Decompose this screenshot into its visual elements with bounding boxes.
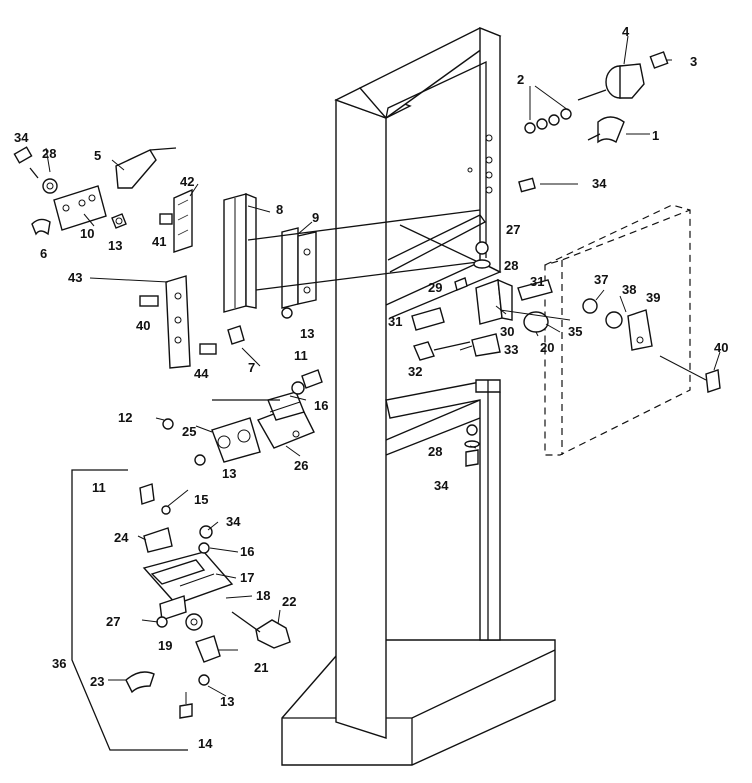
callout-14: 14 — [198, 736, 213, 751]
part-1-lever — [597, 116, 625, 144]
callout-28-a: 28 — [42, 146, 56, 161]
callout-28-c: 28 — [428, 444, 442, 459]
callout-18: 18 — [256, 588, 270, 603]
callout-42: 42 — [180, 174, 194, 189]
dashed-table-outline — [544, 204, 691, 456]
callout-34-a: 34 — [14, 130, 29, 145]
part-43-block — [165, 275, 191, 369]
part-21-block — [195, 635, 221, 663]
callout-40-left: 40 — [136, 318, 150, 333]
callout-13-a: 13 — [108, 238, 122, 253]
leader-lines — [45, 35, 721, 697]
part-40-screw — [705, 369, 721, 393]
callout-21: 21 — [254, 660, 268, 675]
callout-labels: 1 2 3 4 5 6 7 8 9 10 11 11 12 13 13 13 1… — [14, 24, 728, 751]
part-14-bolt — [179, 703, 193, 719]
part-19-wheel — [185, 613, 203, 631]
callout-35: 35 — [568, 324, 582, 339]
callout-25: 25 — [182, 424, 196, 439]
callout-10: 10 — [80, 226, 94, 241]
callout-26: 26 — [294, 458, 308, 473]
callout-19: 19 — [158, 638, 172, 653]
front-post — [335, 99, 387, 739]
callout-40-right: 40 — [714, 340, 728, 355]
callout-29: 29 — [428, 280, 442, 295]
callout-23: 23 — [90, 674, 104, 689]
callout-13-b: 13 — [300, 326, 314, 341]
upper-frame-rear — [479, 26, 501, 274]
part-23-handle — [125, 671, 155, 694]
callout-16-upper: 16 — [314, 398, 328, 413]
part-10-bracket — [53, 185, 107, 231]
tension-knob-assembly — [518, 51, 669, 193]
callout-4: 4 — [622, 24, 630, 39]
callout-30: 30 — [500, 324, 514, 339]
callout-13-c: 13 — [222, 466, 236, 481]
part-39-bracket — [627, 309, 653, 351]
callout-20: 20 — [540, 340, 554, 355]
callout-8: 8 — [276, 202, 283, 217]
callout-11-upper: 11 — [294, 348, 308, 363]
callout-1: 1 — [652, 128, 659, 143]
main-frame — [281, 26, 556, 766]
frame-base — [281, 639, 556, 766]
callout-16-lower: 16 — [240, 544, 254, 559]
callout-34-d: 34 — [226, 514, 241, 529]
callout-27-upper: 27 — [506, 222, 520, 237]
lower-guide-assembly — [71, 469, 291, 751]
callout-39: 39 — [646, 290, 660, 305]
callout-3: 3 — [690, 54, 697, 69]
guide-blocks — [139, 188, 481, 369]
callout-34-c: 34 — [434, 478, 449, 493]
part-6-clip — [31, 218, 51, 236]
callout-2: 2 — [517, 72, 524, 87]
callout-32: 32 — [408, 364, 422, 379]
callout-31-b: 31 — [388, 314, 402, 329]
callout-41: 41 — [152, 234, 166, 249]
callout-31-a: 31 — [530, 274, 544, 289]
callout-11-lower: 11 — [92, 480, 106, 495]
callout-9: 9 — [312, 210, 319, 225]
part-22-knob — [255, 619, 291, 649]
part-31-pin-b — [411, 307, 445, 331]
part-33-block — [471, 333, 501, 357]
callout-17: 17 — [240, 570, 254, 585]
callout-24: 24 — [114, 530, 129, 545]
right-mid-hardware — [411, 241, 721, 467]
part-5-knob — [115, 149, 157, 189]
callout-34-b: 34 — [592, 176, 607, 191]
callout-44: 44 — [194, 366, 209, 381]
callout-22: 22 — [282, 594, 296, 609]
part-25-block — [211, 417, 261, 463]
part-17-body — [142, 551, 234, 605]
callout-28-b: 28 — [504, 258, 518, 273]
part-11-bolt — [301, 369, 323, 389]
callout-5: 5 — [94, 148, 101, 163]
part-24-block — [143, 527, 173, 553]
callout-6: 6 — [40, 246, 47, 261]
lower-frame — [385, 381, 501, 641]
part-42-block — [173, 188, 193, 253]
callout-7: 7 — [248, 360, 255, 375]
callout-37: 37 — [594, 272, 608, 287]
guide-bracket — [162, 369, 323, 466]
callout-12: 12 — [118, 410, 132, 425]
callout-27-lower: 27 — [106, 614, 120, 629]
callout-38: 38 — [622, 282, 636, 297]
upper-frame-top — [358, 27, 502, 119]
part-9-plate — [281, 227, 299, 309]
part-31-pin-a — [517, 279, 553, 301]
callout-33: 33 — [504, 342, 518, 357]
callout-36: 36 — [52, 656, 66, 671]
callout-13-d: 13 — [220, 694, 234, 709]
callout-43: 43 — [68, 270, 82, 285]
part-32-bolt — [413, 341, 435, 361]
callout-15: 15 — [194, 492, 208, 507]
upper-left-hardware — [13, 146, 177, 236]
